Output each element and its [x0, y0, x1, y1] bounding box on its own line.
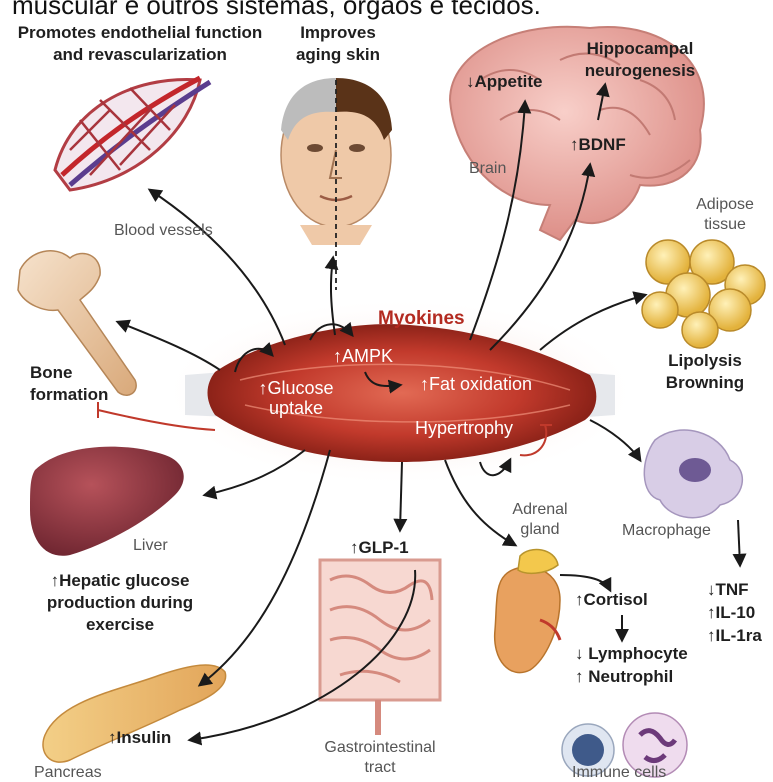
ampk-label: ↑AMPK [333, 346, 393, 367]
adipose-illustration [642, 240, 765, 348]
skin-effect: Improves aging skin [288, 22, 388, 66]
face-illustration [281, 78, 392, 290]
brain-neurogenesis: Hippocampal neurogenesis [570, 38, 710, 82]
arrow-macrophage-to-cytokines [738, 520, 740, 565]
arrow-to-pancreas [200, 450, 330, 685]
glucose-uptake-label: ↑Glucose uptake [246, 378, 346, 418]
arrow-to-cortisol [560, 575, 610, 590]
bone-effect: Bone formation [30, 362, 108, 406]
gi-label: Gastrointestinal tract [310, 738, 450, 778]
immune-cells-label: Immune cells [572, 764, 666, 782]
macrophage-illustration [644, 430, 742, 518]
il1ra-label: ↑IL-1ra [707, 626, 762, 646]
blood-vessels-illustration [55, 78, 210, 190]
macrophage-label: Macrophage [622, 522, 711, 540]
adipose-label: Adipose tissue [690, 195, 760, 235]
adrenal-kidney-illustration [495, 550, 560, 673]
insulin-label: ↑Insulin [108, 728, 171, 748]
adrenal-label: Adrenal gland [505, 500, 575, 540]
tnf-label: ↓TNF [707, 580, 749, 600]
glp1-label: ↑GLP-1 [350, 538, 409, 558]
pancreas-label: Pancreas [34, 764, 102, 782]
liver-effect: ↑Hepatic glucose production during exerc… [20, 570, 220, 636]
brain-appetite: ↓Appetite [466, 72, 543, 92]
il10-label: ↑IL-10 [707, 603, 755, 623]
blood-vessels-effect: Promotes endothelial function and revasc… [10, 22, 270, 66]
gut-illustration [320, 560, 440, 735]
hypertrophy-label: Hypertrophy [415, 418, 513, 439]
neutrophil-label: ↑ Neutrophil [575, 667, 673, 687]
brain-label: Brain [469, 160, 506, 178]
cortisol-label: ↑Cortisol [575, 590, 648, 610]
blood-vessels-label: Blood vessels [114, 222, 213, 240]
myokines-label: Myokines [378, 308, 465, 330]
fat-oxidation-label: ↑Fat oxidation [420, 374, 532, 395]
brain-bdnf: ↑BDNF [570, 135, 626, 155]
lymphocyte-label: ↓ Lymphocyte [575, 644, 688, 664]
adipose-effect: Lipolysis Browning [640, 350, 770, 394]
liver-label: Liver [133, 537, 168, 555]
